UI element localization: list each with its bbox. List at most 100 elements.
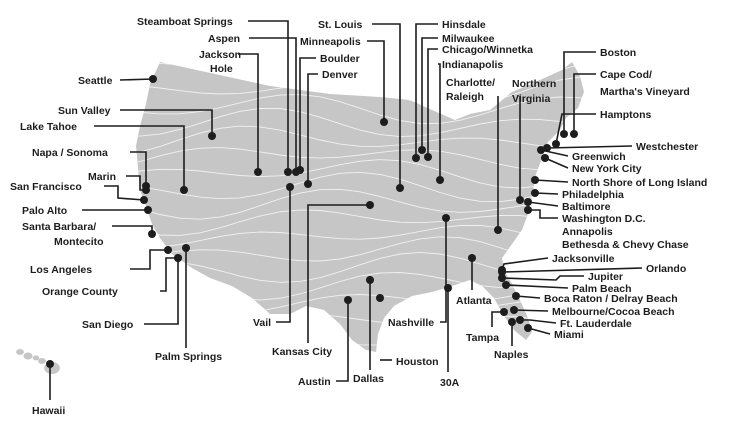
label-melbourne-cocoa-beach: Melbourne/Cocoa Beach — [552, 306, 675, 318]
marker-indianapolis[interactable] — [436, 176, 444, 184]
marker-minneapolis[interactable] — [380, 118, 388, 126]
label-atlanta: Atlanta — [456, 295, 492, 307]
marker-hamptons[interactable] — [552, 140, 560, 148]
label-boulder: Boulder — [320, 53, 360, 65]
marker-baltimore[interactable] — [524, 198, 532, 206]
leader-line-hamptons — [555, 113, 596, 145]
marker-denver[interactable] — [304, 180, 312, 188]
label-charlotte: Charlotte/ — [446, 77, 495, 89]
marker-austin[interactable] — [344, 296, 352, 304]
label-lake-tahoe: Lake Tahoe — [20, 121, 77, 133]
marker-jackson[interactable] — [254, 168, 262, 176]
label-raleigh: Raleigh — [446, 91, 484, 103]
marker-melbourne-cocoa-beach[interactable] — [510, 306, 518, 314]
marker-philadelphia[interactable] — [531, 189, 539, 197]
leader-line-los-angeles — [130, 249, 168, 270]
label-annapolis: Annapolis — [562, 226, 613, 238]
contour-line — [136, 224, 584, 253]
leader-line-lake-tahoe — [94, 125, 185, 190]
marker-seattle[interactable] — [149, 75, 157, 83]
leader-line-melbourne-cocoa-beach — [513, 309, 549, 312]
marker-naples[interactable] — [508, 318, 516, 326]
marker-steamboat-springs[interactable] — [284, 168, 292, 176]
marker-los-angeles[interactable] — [164, 246, 172, 254]
marker-atlanta[interactable] — [468, 254, 476, 262]
leader-line-hinsdale — [415, 23, 438, 158]
marker-cape-cod[interactable] — [570, 130, 578, 138]
marker-30a[interactable] — [444, 284, 452, 292]
marker-st-louis[interactable] — [396, 184, 404, 192]
contour-line — [136, 209, 584, 236]
marker-palo-alto[interactable] — [144, 206, 152, 214]
leader-line-vail — [276, 187, 291, 323]
marker-ft-lauderdale[interactable] — [516, 316, 524, 324]
label-indianapolis: Indianapolis — [442, 59, 503, 71]
marker-greenwich[interactable] — [537, 146, 545, 154]
marker-orlando[interactable] — [498, 268, 506, 276]
label-steamboat-springs: Steamboat Springs — [137, 16, 233, 28]
label-orange-county: Orange County — [42, 286, 118, 298]
marker-charlotte[interactable] — [494, 226, 502, 234]
marker-marin[interactable] — [142, 186, 150, 194]
leader-line-boca-raton-delray-beach — [515, 295, 541, 299]
marker-san-francisco[interactable] — [140, 196, 148, 204]
leader-line-san-francisco — [104, 185, 145, 201]
leader-line-palm-beach — [505, 284, 569, 289]
label-palm-beach: Palm Beach — [572, 283, 632, 295]
marker-milwaukee[interactable] — [418, 146, 426, 154]
label-naples: Naples — [494, 349, 529, 361]
label-hamptons: Hamptons — [600, 109, 651, 121]
label-los-angeles: Los Angeles — [30, 264, 92, 276]
marker-dallas[interactable] — [366, 276, 374, 284]
marker-hinsdale[interactable] — [412, 154, 420, 162]
marker-miami[interactable] — [524, 324, 532, 332]
marker-vail[interactable] — [286, 183, 294, 191]
label-boston: Boston — [600, 47, 636, 59]
marker-north-shore-of-long-island[interactable] — [531, 176, 539, 184]
marker-lake-tahoe[interactable] — [180, 186, 188, 194]
marker-palm-beach[interactable] — [502, 281, 510, 289]
marker-washington-d-c[interactable] — [524, 206, 532, 214]
marker-northern[interactable] — [516, 196, 524, 204]
leader-line-new-york-city — [544, 157, 569, 169]
label-palo-alto: Palo Alto — [22, 205, 67, 217]
label-boca-raton-delray-beach: Boca Raton / Delray Beach — [544, 293, 678, 305]
label-chicago-winnetka: Chicago/Winnetka — [442, 44, 533, 56]
leader-line-orlando — [503, 267, 643, 273]
leader-line-nashville — [440, 218, 447, 323]
marker-chicago-winnetka[interactable] — [424, 153, 432, 161]
contour-line — [136, 94, 584, 124]
marker-new-york-city[interactable] — [541, 154, 549, 162]
label-hawaii: Hawaii — [32, 405, 65, 417]
marker-sun-valley[interactable] — [208, 132, 216, 140]
label-marin: Marin — [88, 171, 116, 183]
label-montecito: Montecito — [54, 236, 104, 248]
marker-jupiter[interactable] — [498, 274, 506, 282]
leader-line-st-louis — [372, 23, 401, 188]
marker-hawaii[interactable] — [46, 360, 54, 368]
label-kansas-city: Kansas City — [272, 346, 332, 358]
marker-palm-springs[interactable] — [182, 244, 190, 252]
label-tampa: Tampa — [466, 332, 499, 344]
hawaii-island — [16, 349, 24, 355]
marker-boulder[interactable] — [296, 166, 304, 174]
label-greenwich: Greenwich — [572, 151, 626, 163]
marker-houston[interactable] — [376, 294, 384, 302]
label-palm-springs: Palm Springs — [155, 351, 222, 363]
label-aspen: Aspen — [208, 33, 240, 45]
marker-nashville[interactable] — [442, 214, 450, 222]
label-bethesda-chevy-chase: Bethesda & Chevy Chase — [562, 239, 689, 251]
marker-boston[interactable] — [560, 130, 568, 138]
marker-boca-raton-delray-beach[interactable] — [512, 292, 520, 300]
label-baltimore: Baltimore — [562, 201, 611, 213]
label-vail: Vail — [253, 317, 271, 329]
leader-line-sun-valley — [120, 109, 213, 136]
hawaii-islands — [16, 349, 60, 374]
marker-kansas-city[interactable] — [366, 201, 374, 209]
leader-line-westchester — [546, 145, 633, 149]
marker-santa-barbara[interactable] — [148, 230, 156, 238]
label-nashville: Nashville — [388, 317, 434, 329]
marker-san-diego[interactable] — [174, 254, 182, 262]
marker-tampa[interactable] — [500, 308, 508, 316]
